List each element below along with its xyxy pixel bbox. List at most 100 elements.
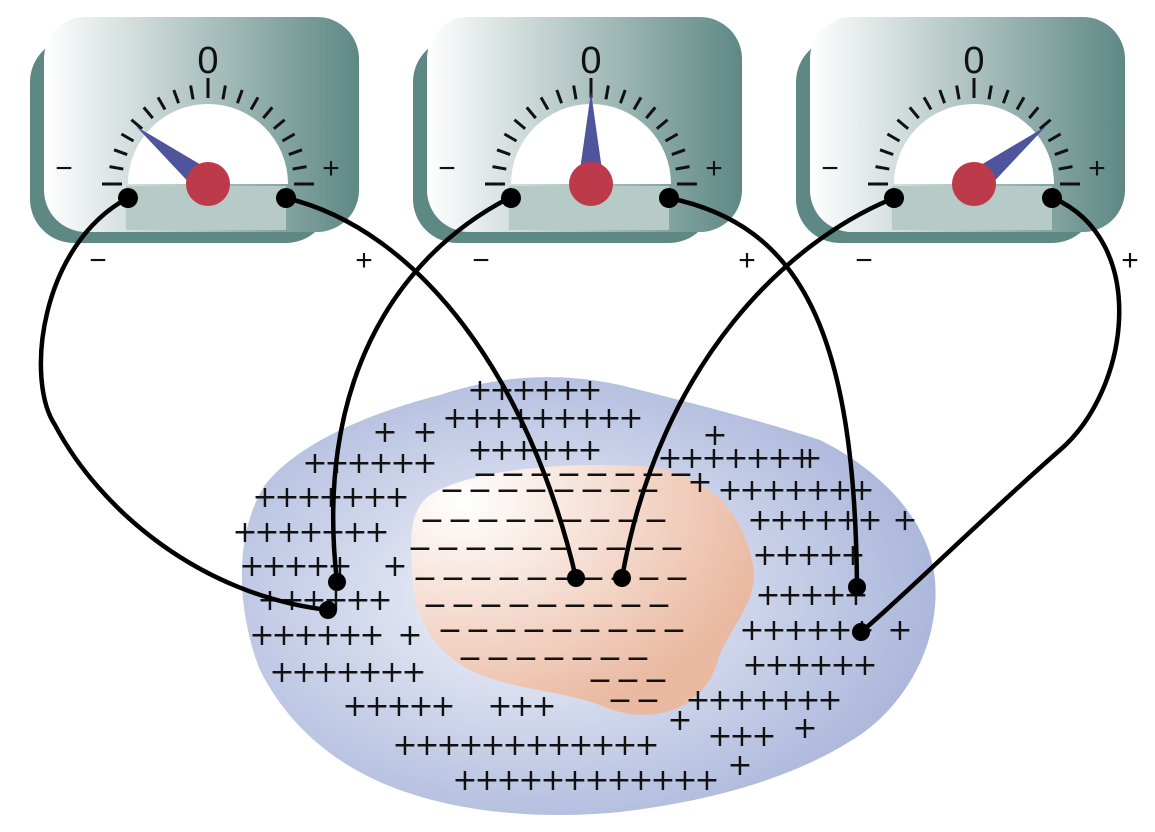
negative-charge: − [590,588,615,623]
positive-charge: + [707,683,732,718]
positive-charge: + [584,763,609,798]
negative-charge: − [615,663,640,698]
negative-charge: − [625,641,650,676]
positive-charge: + [346,446,371,481]
voltmeters: 0−+−+0−+−+0−+−+ [30,17,1139,277]
positive-charge: + [568,728,593,763]
positive-charge: + [502,728,527,763]
voltmeter-1: 0−+−+ [30,17,373,277]
dial-tick [1015,96,1026,111]
positive-charge: + [892,503,917,538]
dial-tick [987,85,993,100]
positive-charge: + [767,441,792,476]
negative-charge: − [519,531,544,566]
positive-charge: + [739,473,764,508]
dial-tick [272,118,286,130]
positive-charge: + [357,655,382,690]
negative-charge: − [579,473,604,508]
positive-charge: + [408,689,433,724]
positive-charge: + [283,549,308,584]
negative-charge: − [493,613,518,648]
wires [38,195,1122,635]
negative-charge: − [447,503,472,538]
terminal-minus-label: − [472,244,490,277]
positive-charge: + [827,473,852,508]
positive-charge: + [577,433,602,468]
positive-charge: + [805,613,830,648]
positive-charge: + [252,480,277,515]
negative-charge: − [534,588,559,623]
negative-charge: − [607,473,632,508]
positive-charge: + [436,728,461,763]
negative-charge: − [439,473,464,508]
positive-charge: + [345,583,370,618]
negative-charge: − [643,503,668,538]
negative-charge: − [597,641,622,676]
positive-charge: + [827,613,852,648]
negative-charge: − [435,531,460,566]
positive-charge: + [723,441,748,476]
negative-charge: − [475,503,500,538]
wire-meter3-minus [619,195,897,581]
negative-charge: − [607,683,632,718]
negative-charge: − [587,503,612,538]
positive-charge: + [274,480,299,515]
dial-tick [156,96,167,111]
dial-tick [262,106,274,120]
positive-charge: + [596,401,621,436]
negative-charge: − [562,588,587,623]
dial-tick [1038,118,1052,130]
negative-charge: − [440,561,465,596]
dial-face [128,104,288,184]
positive-charge: + [368,446,393,481]
probe-point [852,623,870,641]
positive-charge: + [562,763,587,798]
dial-tick [109,165,124,171]
negative-charge: − [612,457,637,492]
terminal-minus-label: − [855,244,873,277]
positive-charge: + [392,728,417,763]
positive-charge: + [612,728,637,763]
positive-charge: + [795,683,820,718]
positive-charge: + [821,578,846,613]
positive-charge: + [783,613,808,648]
positive-charge: + [313,655,338,690]
dial-tick [875,165,890,171]
positive-charge: + [342,515,367,550]
negative-charge: − [478,588,503,623]
dial-tick [1028,106,1040,120]
dial-tick [604,85,610,100]
positive-charge: + [291,655,316,690]
positive-charge: + [530,401,555,436]
negative-charge: − [531,503,556,538]
dial-ticks [102,78,314,186]
negative-charge: − [513,641,538,676]
positive-charge: + [487,689,512,724]
positive-charge: + [650,763,675,798]
scale-minus-label: − [438,152,456,185]
wire-meter1-minus [38,195,331,613]
negative-charge: − [463,531,488,566]
positive-charge: + [667,703,692,738]
negative-charge: − [636,561,661,596]
dial-tick [120,132,135,143]
positive-charge: + [276,515,301,550]
positive-charge: + [755,578,780,613]
zero-label: 0 [580,40,601,82]
positive-charge: + [412,415,437,450]
positive-charge: + [577,373,602,408]
negative-charge: − [468,561,493,596]
dial-tick [236,89,244,104]
probe-point [848,578,866,596]
dial-tick [886,132,901,143]
terminal-plus-label: + [355,244,373,277]
positive-charge: + [364,689,389,724]
inner-negative-region [411,465,754,715]
positive-charge: + [727,748,752,783]
positive-charge: + [739,613,764,648]
positive-charge: + [467,373,492,408]
dial-tick [172,89,180,104]
positive-charge: + [298,515,323,550]
negative-charge: − [457,641,482,676]
positive-charge: + [813,503,838,538]
